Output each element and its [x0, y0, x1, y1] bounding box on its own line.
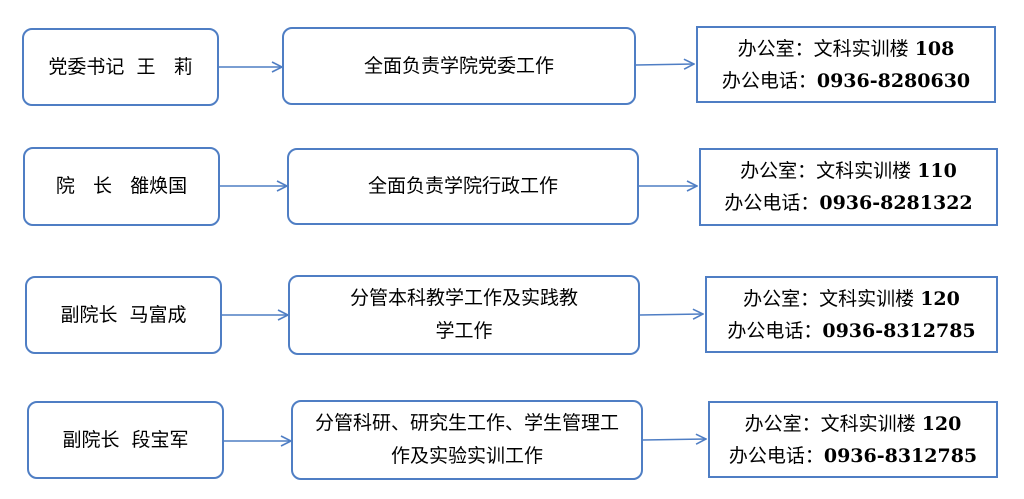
phone-label-1: 办公电话： — [721, 69, 817, 92]
office-label-2: 办公室：文科实训楼 — [740, 160, 918, 182]
duty-box-2: 全面负责学院行政工作 — [287, 148, 639, 225]
duty-box-4: 分管科研、研究生工作、学生管理工作及实验实训工作 — [291, 400, 643, 480]
office-line-3: 办公室：文科实训楼 120 — [743, 283, 960, 315]
phone-number-2: 0936-8281322 — [819, 192, 973, 214]
office-line-2: 办公室：文科实训楼 110 — [740, 155, 957, 187]
phone-number-4: 0936-8312785 — [823, 444, 978, 467]
phone-line-1: 办公电话：0936-8280630 — [722, 65, 970, 97]
contact-box-3: 办公室：文科实训楼 120 办公电话：0936-8312785 — [705, 276, 998, 353]
duty-box-1: 全面负责学院党委工作 — [282, 27, 636, 105]
contact-box-2: 办公室：文科实训楼 110 办公电话：0936-8281322 — [699, 148, 998, 226]
office-room-3: 120 — [920, 287, 960, 310]
arrow-duty-to-contact-3 — [639, 314, 703, 315]
role-box-2: 院 长 雒焕国 — [23, 147, 220, 226]
office-room-4: 120 — [921, 412, 962, 435]
phone-label-3: 办公电话： — [727, 319, 823, 342]
phone-line-4: 办公电话：0936-8312785 — [729, 440, 977, 472]
office-line-4: 办公室：文科实训楼 120 — [745, 408, 962, 440]
phone-line-2: 办公电话：0936-8281322 — [724, 187, 972, 219]
arrow-duty-to-contact-1 — [635, 64, 694, 65]
phone-line-3: 办公电话：0936-8312785 — [727, 315, 975, 347]
phone-label-2: 办公电话： — [724, 192, 820, 214]
role-box-1: 党委书记 王 莉 — [22, 28, 219, 106]
office-room-2: 110 — [917, 160, 957, 182]
office-label-4: 办公室：文科实训楼 — [744, 412, 922, 435]
role-box-3: 副院长 马富成 — [25, 276, 222, 354]
phone-number-3: 0936-8312785 — [822, 319, 976, 342]
contact-box-1: 办公室：文科实训楼 108 办公电话：0936-8280630 — [696, 26, 996, 103]
duty-box-3: 分管本科教学工作及实践教学工作 — [288, 275, 640, 355]
office-label-1: 办公室：文科实训楼 — [737, 37, 915, 60]
office-line-1: 办公室：文科实训楼 108 — [738, 33, 955, 65]
contact-box-4: 办公室：文科实训楼 120 办公电话：0936-8312785 — [708, 401, 998, 478]
role-box-4: 副院长 段宝军 — [27, 401, 224, 479]
phone-label-4: 办公电话： — [728, 444, 824, 467]
office-room-1: 108 — [914, 37, 955, 60]
office-label-3: 办公室：文科实训楼 — [743, 287, 921, 310]
arrow-duty-to-contact-4 — [642, 439, 706, 440]
phone-number-1: 0936-8280630 — [816, 69, 971, 92]
